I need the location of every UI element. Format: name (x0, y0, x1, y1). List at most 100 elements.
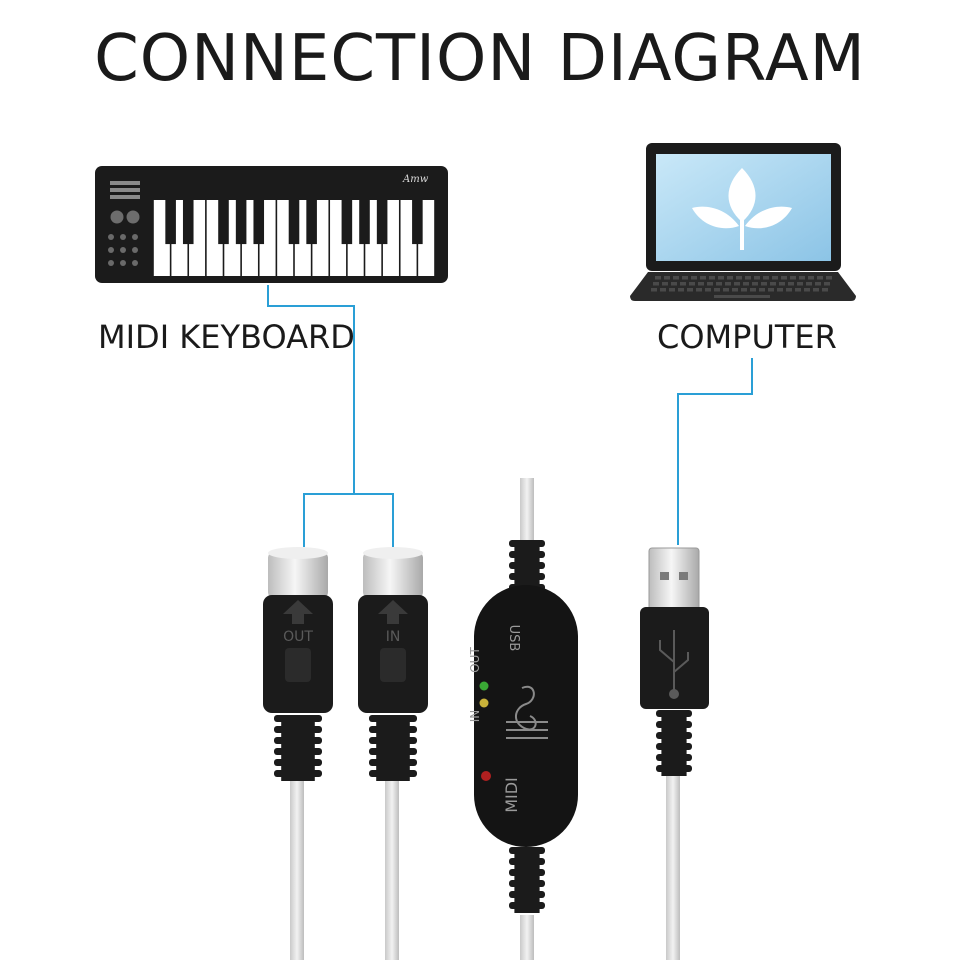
laptop-key (815, 282, 821, 286)
ridge (369, 715, 417, 722)
laptop-key (732, 288, 738, 292)
leaf-logo-icon (692, 168, 792, 250)
laptop-key (759, 288, 765, 292)
laptop-key (716, 282, 722, 286)
strain-relief (274, 715, 322, 781)
usb-plug (640, 547, 709, 776)
ridge (274, 770, 322, 777)
laptop-key (669, 288, 675, 292)
usb-symbol-icon (659, 630, 689, 699)
laptop-key (707, 282, 713, 286)
box-in-label: IN (468, 710, 482, 723)
box-midi-label: MIDI (502, 777, 521, 813)
laptop-key (723, 288, 729, 292)
laptop-key (752, 282, 758, 286)
ridge (656, 721, 692, 728)
diagram-title: CONNECTION DIAGRAM (94, 22, 866, 96)
laptop-key (691, 276, 697, 280)
laptop-key (750, 288, 756, 292)
ridge (509, 902, 545, 909)
laptop-key (781, 276, 787, 280)
ridge (509, 869, 545, 876)
laptop-key (795, 288, 801, 292)
ridge (274, 748, 322, 755)
ridge (369, 770, 417, 777)
plug-out-label: OUT (283, 629, 313, 645)
laptop-key (696, 288, 702, 292)
ridge (509, 891, 545, 898)
led-green-icon (479, 681, 489, 691)
laptop-key (700, 276, 706, 280)
midi-interface-box: USB OUT IN MIDI (468, 540, 578, 913)
laptop-key (797, 282, 803, 286)
ridge (656, 765, 692, 772)
laptop-key (761, 282, 767, 286)
music-logo-icon (506, 685, 548, 739)
laptop-key (824, 282, 830, 286)
black-key (218, 200, 229, 245)
keyboard-brand: Amw (402, 174, 429, 185)
computer-label: COMPUTER (657, 318, 837, 356)
laptop-key (770, 282, 776, 286)
black-key (288, 200, 300, 245)
laptop-key (813, 288, 819, 292)
laptop-key (714, 288, 720, 292)
laptop-key (725, 282, 731, 286)
ridge (274, 737, 322, 744)
laptop-key (804, 288, 810, 292)
ridge (274, 726, 322, 733)
laptop-key (705, 288, 711, 292)
strain-relief (509, 847, 545, 913)
laptop-key (689, 282, 695, 286)
ridge (509, 847, 545, 854)
laptop-key (817, 276, 823, 280)
black-key (253, 200, 265, 245)
ridge (656, 710, 692, 717)
ridge (369, 726, 417, 733)
black-key (376, 200, 388, 245)
laptop-key (799, 276, 805, 280)
midi-keyboard-icon: Amw (95, 166, 448, 283)
laptop-key (779, 282, 785, 286)
laptop-key (673, 276, 679, 280)
laptop-key (822, 288, 828, 292)
laptop-key (741, 288, 747, 292)
laptop-key (678, 288, 684, 292)
ridge (509, 551, 545, 558)
midi-keyboard-label: MIDI KEYBOARD (98, 318, 355, 356)
laptop-key (653, 282, 659, 286)
ridge (369, 759, 417, 766)
black-key (165, 200, 176, 245)
laptop-key (698, 282, 704, 286)
laptop-key (680, 282, 686, 286)
laptop-key (664, 276, 670, 280)
ridge (274, 759, 322, 766)
laptop-trackpad (714, 295, 770, 298)
laptop-key (786, 288, 792, 292)
black-key (359, 200, 370, 245)
laptop-icon (630, 143, 856, 301)
laptop-key (709, 276, 715, 280)
computer-connector-line (677, 358, 753, 545)
ridge (509, 562, 545, 569)
box-usb-label: USB (506, 625, 521, 652)
ridge (369, 748, 417, 755)
strain-relief (369, 715, 417, 781)
connector-lines (267, 285, 753, 547)
laptop-key (745, 276, 751, 280)
laptop-key (687, 288, 693, 292)
laptop-key (806, 282, 812, 286)
ridge (509, 880, 545, 887)
laptop-key (788, 282, 794, 286)
cables (290, 478, 680, 960)
ridge (656, 743, 692, 750)
laptop-key (651, 288, 657, 292)
laptop-key (763, 276, 769, 280)
laptop-key (660, 288, 666, 292)
laptop-key (718, 276, 724, 280)
laptop-key (777, 288, 783, 292)
keyboard-connector-line (267, 285, 394, 547)
black-key (235, 200, 247, 245)
